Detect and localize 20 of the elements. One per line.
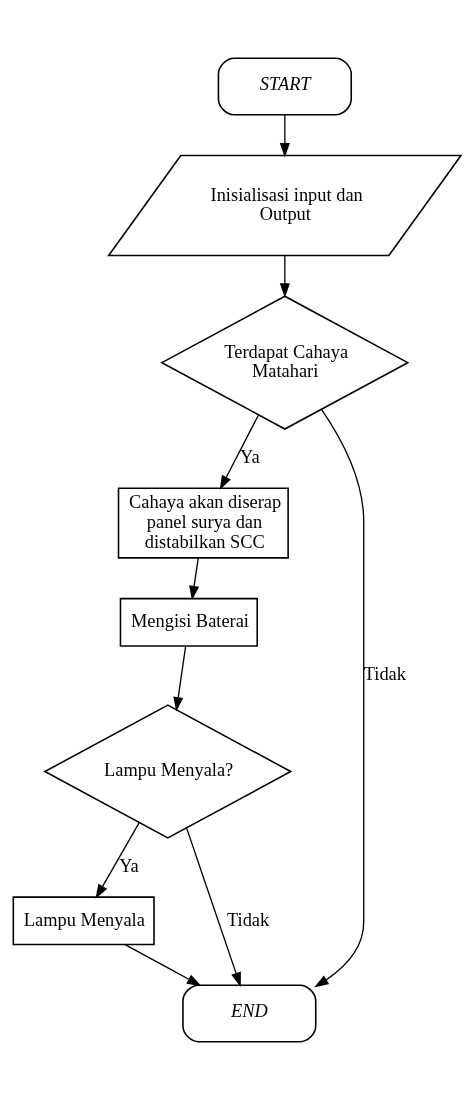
arrow (279, 255, 290, 298)
edge-label: Tidak (363, 664, 406, 685)
edge-label: Tidak (226, 909, 270, 930)
arrow (186, 827, 241, 987)
arrow (219, 414, 260, 490)
node-box: Lampu Menyala (12, 896, 155, 946)
arrow (279, 114, 290, 158)
node-box: Cahaya akan diserap panel surya dan distabilkan SCC (117, 487, 289, 559)
node-diamond: Terdapat Cahaya Matahari (160, 295, 410, 430)
edge-label: Ya (240, 447, 260, 468)
arrow (124, 943, 202, 987)
node-box: END (182, 984, 317, 1043)
node-box: START (217, 57, 353, 116)
arrow (173, 645, 187, 712)
node-diamond: Lampu Menyala? (43, 704, 293, 839)
arrow (314, 408, 365, 988)
arrow (189, 557, 200, 601)
arrow (95, 822, 140, 899)
node-box: Mengisi Baterai (119, 597, 258, 647)
edge-label: Ya (119, 856, 139, 877)
